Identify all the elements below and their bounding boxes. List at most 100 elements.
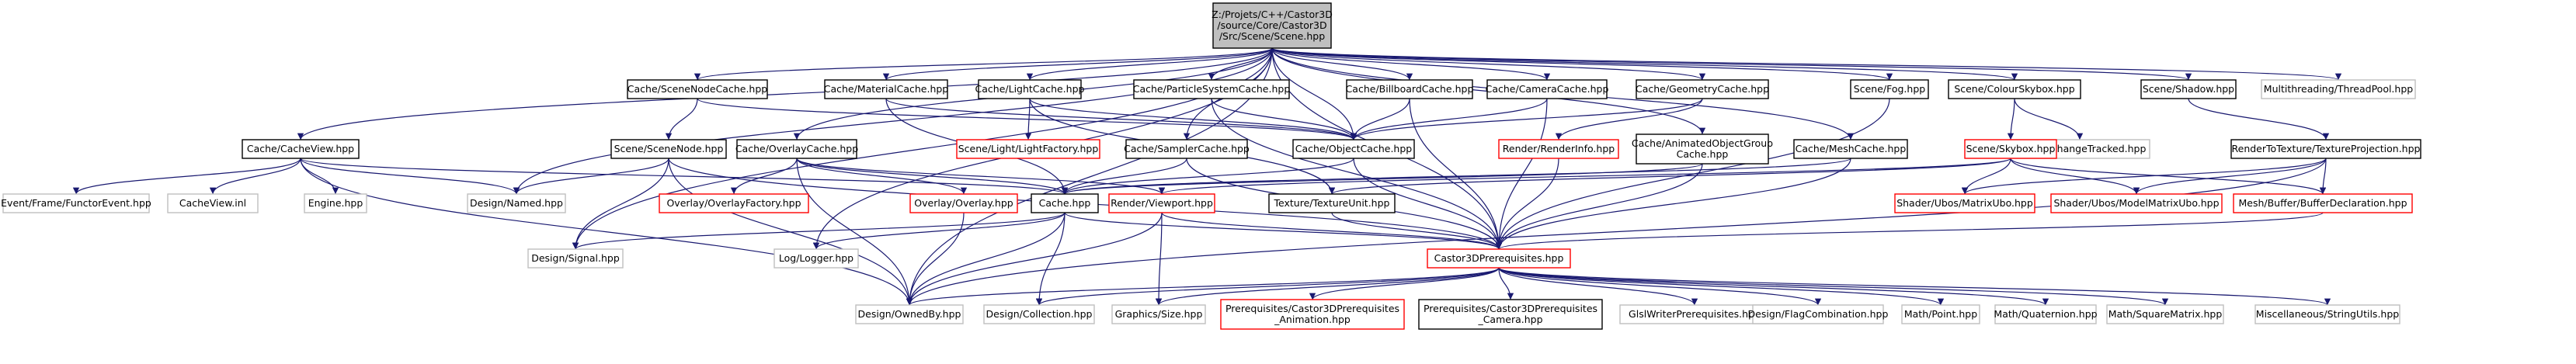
edge-root-to-scenenodecache: [694, 47, 1273, 81]
node-box-animobjgroup: [1636, 133, 1769, 165]
node-lightfactory[interactable]: Scene/Light/LightFactory.hpp: [956, 139, 1100, 159]
node-prereq[interactable]: Castor3DPrerequisites.hpp: [1427, 248, 1571, 269]
edge-overlaycache-to-cache: [796, 158, 1069, 195]
node-shadow[interactable]: Scene/Shadow.hpp: [2140, 79, 2237, 99]
node-matrixubo[interactable]: Shader/Ubos/MatrixUbo.hpp: [1894, 193, 2035, 213]
node-box-samplercache: [1125, 139, 1248, 159]
node-label-named: Design/Named.hpp: [470, 197, 563, 209]
node-box-cacheviewinl: [167, 193, 259, 213]
node-box-rtt: [2230, 139, 2421, 159]
edge-meshcache-to-cache: [1062, 158, 1851, 195]
node-stringutils: Miscellaneous/StringUtils.hpp: [2254, 304, 2400, 324]
edge-prereq-to-point: [1498, 267, 1944, 306]
node-box-bufferdecl: [2233, 193, 2413, 213]
node-meshcache[interactable]: Cache/MeshCache.hpp: [1793, 139, 1908, 159]
node-label-cameracache: Cache/CameraCache.hpp: [1486, 83, 1609, 95]
node-prereqcam[interactable]: Prerequisites/Castor3DPrerequisites_Came…: [1418, 299, 1603, 330]
node-cacheview[interactable]: Cache/CacheView.hpp: [242, 139, 360, 159]
node-bufferdecl[interactable]: Mesh/Buffer/BufferDeclaration.hpp: [2233, 193, 2413, 213]
node-label-overlay: Overlay/Overlay.hpp: [914, 197, 1013, 209]
node-objectcache[interactable]: Cache/ObjectCache.hpp: [1292, 139, 1415, 159]
node-box-cache: [1031, 193, 1099, 213]
node-skybox[interactable]: Scene/Skybox.hpp: [1964, 139, 2057, 159]
node-materialcache[interactable]: Cache/MaterialCache.hpp: [824, 79, 949, 99]
node-box-squarematrix: [2106, 304, 2224, 324]
node-label-scenenode: Scene/SceneNode.hpp: [614, 143, 724, 154]
edge-meshcache-to-prereq: [1495, 158, 1851, 250]
edge-animobjgroup-to-cache: [1062, 163, 1703, 195]
node-box-overlayfactory: [659, 193, 809, 213]
node-flagcombo: Design/FlagCombination.hpp: [1748, 304, 1889, 324]
node-point: Math/Point.hpp: [1901, 304, 1980, 324]
node-label-geometrycache: Cache/GeometryCache.hpp: [1636, 83, 1769, 95]
node-samplercache[interactable]: Cache/SamplerCache.hpp: [1124, 139, 1250, 159]
node-root: Z:/Projets/C++/Castor3D/source/Core/Cast…: [1212, 2, 1333, 49]
node-particlecache[interactable]: Cache/ParticleSystemCache.hpp: [1133, 79, 1291, 99]
node-label-bufferdecl: Mesh/Buffer/BufferDeclaration.hpp: [2238, 197, 2407, 209]
edge-overlaycache-to-overlay: [796, 158, 968, 195]
node-renderinfo[interactable]: Render/RenderInfo.hpp: [1498, 139, 1619, 159]
node-label-viewport: Render/Viewport.hpp: [1111, 197, 1213, 209]
node-label-root: Z:/Projets/C++/Castor3D: [1212, 9, 1333, 20]
node-label-objectcache: Cache/ObjectCache.hpp: [1295, 143, 1412, 154]
node-fog[interactable]: Scene/Fog.hpp: [1850, 79, 1929, 99]
node-label-modelmatrixubo: Shader/Ubos/ModelMatrixUbo.hpp: [2053, 197, 2219, 209]
node-label-lightfactory: Scene/Light/LightFactory.hpp: [958, 143, 1099, 154]
edge-lightcache-to-objectcache: [1029, 98, 1358, 140]
node-modelmatrixubo[interactable]: Shader/Ubos/ModelMatrixUbo.hpp: [2050, 193, 2223, 213]
edge-colourskybox-to-skybox: [2007, 98, 2015, 140]
edge-root-to-shadow: [1271, 47, 2192, 81]
node-label-prereqcam: _Camera.hpp: [1477, 314, 1542, 325]
node-textureunit[interactable]: Texture/TextureUnit.hpp: [1268, 193, 1396, 213]
node-rtt[interactable]: RenderToTexture/TextureProjection.hpp: [2230, 139, 2421, 159]
edge-prereq-to-glslwriter: [1498, 267, 1698, 306]
node-label-prereqanim: _Animation.hpp: [1274, 314, 1351, 325]
edge-cameracache-to-objectcache: [1350, 98, 1548, 140]
node-label-threadpool: Multithreading/ThreadPool.hpp: [2264, 83, 2413, 95]
node-label-size: Graphics/Size.hpp: [1115, 308, 1203, 320]
edge-particlecache-to-objectcache: [1211, 98, 1358, 140]
edge-cache-to-collection: [1035, 212, 1066, 306]
node-cameracache[interactable]: Cache/CameraCache.hpp: [1486, 79, 1609, 99]
node-overlay[interactable]: Overlay/Overlay.hpp: [909, 193, 1018, 213]
node-lightcache[interactable]: Cache/LightCache.hpp: [975, 79, 1085, 99]
edge-renderinfo-to-prereq: [1495, 158, 1559, 250]
node-label-animobjgroup: Cache/AnimatedObjectGroup: [1632, 137, 1773, 149]
node-overlaycache[interactable]: Cache/OverlayCache.hpp: [735, 139, 858, 159]
node-viewport[interactable]: Render/Viewport.hpp: [1108, 193, 1215, 213]
edge-cacheview-to-named: [300, 158, 520, 195]
node-scenenode[interactable]: Scene/SceneNode.hpp: [610, 139, 727, 159]
edge-prereq-to-prereqcam: [1498, 267, 1514, 300]
node-label-shadow: Scene/Shadow.hpp: [2143, 83, 2234, 95]
node-box-skybox: [1964, 139, 2057, 159]
node-label-overlaycache: Cache/OverlayCache.hpp: [735, 143, 858, 154]
node-label-particlecache: Cache/ParticleSystemCache.hpp: [1133, 83, 1291, 95]
edge-overlaycache-to-ownedby: [796, 158, 913, 306]
node-ownedby: Design/OwnedBy.hpp: [855, 304, 964, 324]
node-box-flagcombo: [1752, 304, 1884, 324]
node-prereqanim[interactable]: Prerequisites/Castor3DPrerequisites_Anim…: [1220, 299, 1405, 330]
node-scenenodecache[interactable]: Cache/SceneNodeCache.hpp: [627, 79, 768, 99]
node-billboardcache[interactable]: Cache/BillboardCache.hpp: [1346, 79, 1474, 99]
node-box-named: [467, 193, 566, 213]
node-box-lightfactory: [956, 139, 1100, 159]
edge-root-to-billboardcache: [1271, 47, 1413, 81]
node-colourskybox[interactable]: Scene/ColourSkybox.hpp: [1948, 79, 2081, 99]
node-glslwriter: GlslWriterPrerequisites.hpp: [1619, 304, 1770, 324]
edge-billboardcache-to-prereq: [1409, 98, 1503, 250]
edge-objectcache-to-cache: [1061, 158, 1354, 195]
node-signal: Design/Signal.hpp: [527, 248, 624, 269]
node-label-flagcombo: Design/FlagCombination.hpp: [1748, 308, 1889, 320]
node-box-lightcache: [978, 79, 1082, 99]
node-cache[interactable]: Cache.hpp: [1031, 193, 1099, 213]
node-collection: Design/Collection.hpp: [983, 304, 1095, 324]
edge-cacheview-to-cacheviewinl: [209, 158, 301, 195]
node-box-stringutils: [2254, 304, 2400, 324]
node-label-quaternion: Math/Quaternion.hpp: [1994, 308, 2097, 320]
node-overlayfactory[interactable]: Overlay/OverlayFactory.hpp: [659, 193, 809, 213]
node-quaternion: Math/Quaternion.hpp: [1994, 304, 2098, 324]
node-label-point: Math/Point.hpp: [1904, 308, 1977, 320]
node-geometrycache[interactable]: Cache/GeometryCache.hpp: [1636, 79, 1769, 99]
edge-skybox-to-modelmatrixubo: [2010, 158, 2140, 195]
